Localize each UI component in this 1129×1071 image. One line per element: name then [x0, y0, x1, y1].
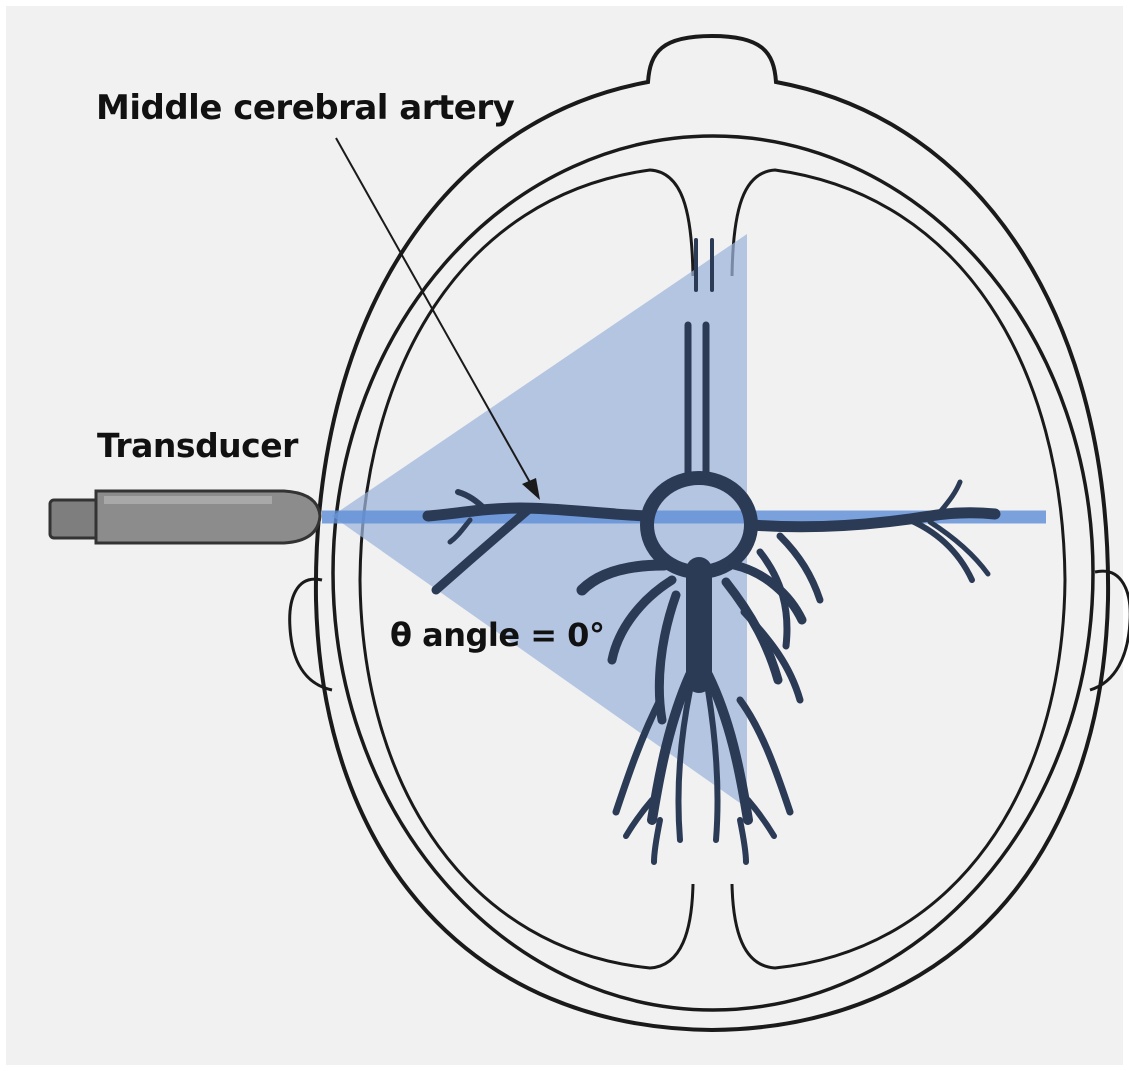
transducer-highlight	[104, 496, 272, 504]
transducer-probe	[50, 491, 320, 543]
transducer-label: Transducer	[97, 426, 298, 465]
theta-angle-label: θ angle = 0°	[390, 616, 604, 654]
middle-cerebral-artery-label: Middle cerebral artery	[96, 88, 514, 128]
